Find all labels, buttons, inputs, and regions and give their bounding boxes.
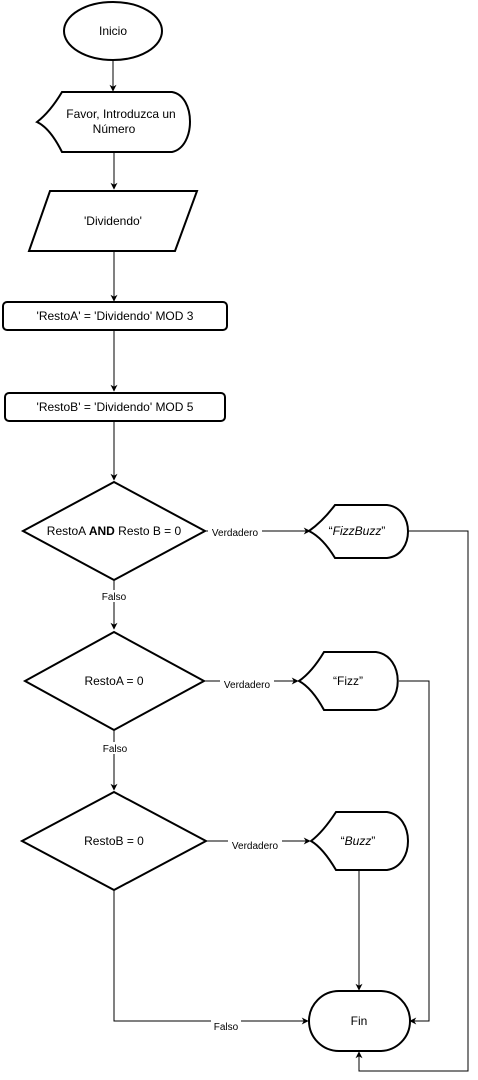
buzz-word: Buzz [345,834,372,848]
decision-buzz-node: RestoB = 0 [19,790,209,892]
buzz-display-node: “Buzz” [309,811,409,871]
decision1-label-post: Resto B = 0 [115,524,182,538]
start-label: Inicio [99,24,127,38]
end-node: Fin [308,990,411,1052]
decision1-label-pre: RestoA [47,524,89,538]
fizzbuzz-display-node: “FizzBuzz” [307,504,409,559]
input-label: 'Dividendo' [84,214,142,228]
decision1-label: RestoA AND Resto B = 0 [47,524,182,538]
edge-fizz-to-end [399,680,430,1025]
decision1-label-bold: AND [89,524,115,538]
fizz-label: “Fizz” [333,674,363,688]
label-falso-2: Falso [103,744,128,755]
fizzbuzz-open-quote: “ [329,524,333,538]
fizzbuzz-word: FizzBuzz [333,524,382,538]
decision3-label: RestoB = 0 [84,834,144,848]
restoa-label: 'RestoA' = 'Dividendo' MOD 3 [37,309,194,323]
end-label: Fin [351,1014,368,1028]
start-node: Inicio [63,1,163,61]
decision-fizzbuzz-node: RestoA AND Resto B = 0 [20,480,208,582]
prompt-display-node: Favor, Introduzca un Número [35,91,191,153]
buzz-open-quote: “ [341,834,345,848]
label-falso-1: Falso [102,592,127,603]
edge-labels: Verdadero Falso Verdadero Falso Verdader… [99,526,282,1033]
fizz-display-node: “Fizz” [297,651,399,711]
fizzbuzz-close-quote: ” [381,524,385,538]
prompt-label-line1: Favor, Introduzca un [66,107,175,121]
restob-label: 'RestoB' = 'Dividendo' MOD 5 [37,400,194,414]
label-verdadero-2: Verdadero [224,680,271,691]
label-verdadero-1: Verdadero [212,528,259,539]
decision-fizz-node: RestoA = 0 [22,630,207,732]
buzz-close-quote: ” [371,834,375,848]
prompt-label-line2: Número [93,122,136,136]
restoa-process-node: 'RestoA' = 'Dividendo' MOD 3 [2,301,228,331]
decision2-label: RestoA = 0 [84,674,143,688]
buzz-label: “Buzz” [341,834,376,848]
restob-process-node: 'RestoB' = 'Dividendo' MOD 5 [4,392,226,422]
input-node: 'Dividendo' [27,190,199,252]
label-verdadero-3: Verdadero [232,841,279,852]
fizzbuzz-label: “FizzBuzz” [329,524,386,538]
edge-fizzbuzz-to-end [355,530,469,1072]
edge-decision3-false [113,890,309,1025]
label-falso-3: Falso [214,1022,239,1033]
